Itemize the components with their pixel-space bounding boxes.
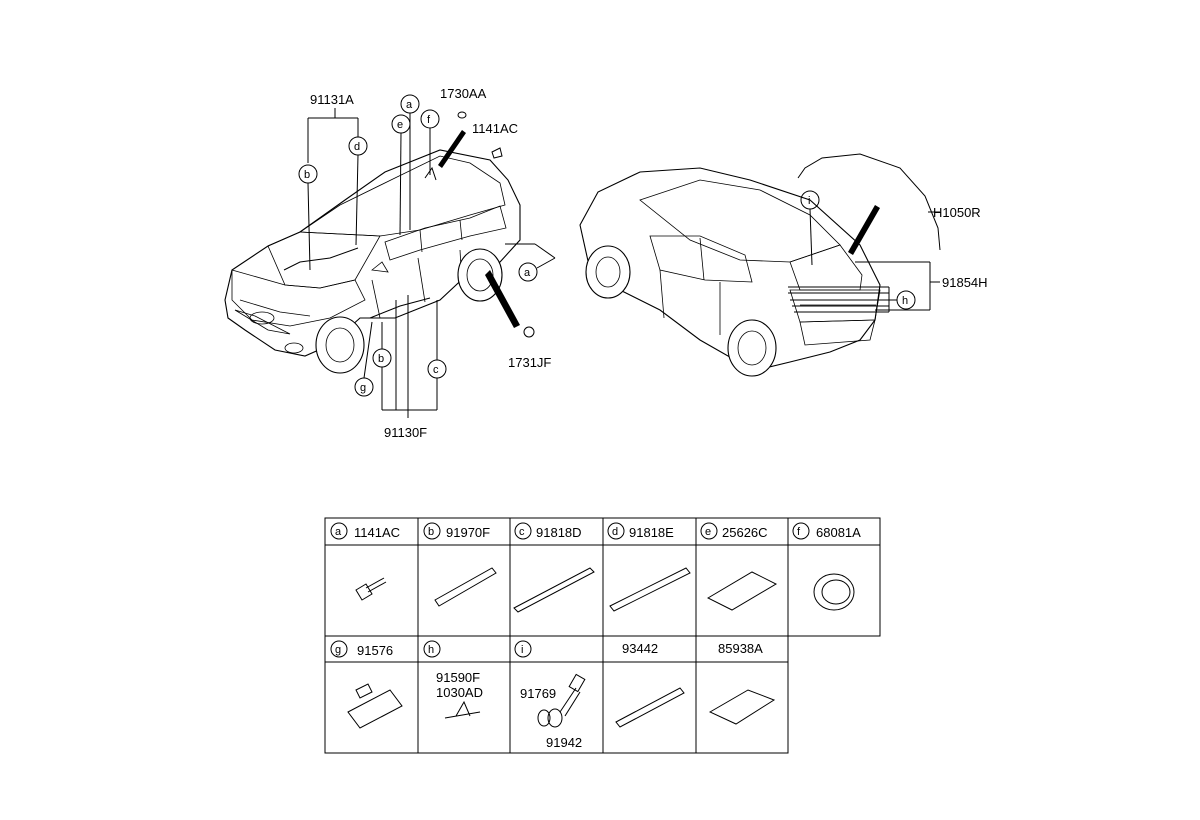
wiring-protector-icon bbox=[615, 687, 685, 728]
cell-h: h 91590F 1030AD bbox=[423, 640, 483, 719]
letter-g: g bbox=[360, 382, 366, 394]
letter-b-bottom: b bbox=[378, 353, 384, 365]
cell-sub-2: 91942 bbox=[546, 735, 582, 750]
clip-icon bbox=[444, 700, 481, 719]
letter-h: h bbox=[902, 295, 908, 307]
letter-c: c bbox=[433, 364, 439, 376]
front-car-illustration bbox=[224, 130, 521, 374]
front-callouts: 91131A b d a e f 1730AA 1141AC a 1731JF … bbox=[298, 86, 556, 440]
cell-letter: b bbox=[428, 526, 434, 538]
grommet-icon bbox=[813, 573, 855, 611]
grommet-bolt-icon bbox=[537, 673, 586, 728]
letter-i: i bbox=[808, 195, 810, 207]
wiring-protector-icon bbox=[513, 567, 595, 613]
bolt-icon bbox=[355, 577, 387, 601]
letter-b: b bbox=[304, 169, 310, 181]
cell-sub-1: 91590F bbox=[436, 670, 480, 685]
cell-letter: i bbox=[521, 644, 523, 656]
cell-code: 25626C bbox=[722, 525, 768, 540]
cell-e: e 25626C bbox=[700, 522, 778, 611]
callout-H1050R: H1050R bbox=[933, 205, 981, 220]
callout-1730AA: 1730AA bbox=[440, 86, 487, 101]
cell-code: 91818D bbox=[536, 525, 582, 540]
cell-a: a 1141AC bbox=[330, 522, 400, 601]
cell-b: b 91970F bbox=[423, 522, 497, 607]
cell-letter: a bbox=[335, 526, 342, 538]
rear-callouts: H1050R i 91854H h bbox=[788, 190, 988, 313]
callout-91131A: 91131A bbox=[310, 92, 354, 107]
callout-91130F: 91130F bbox=[384, 425, 427, 440]
callout-1731JF: 1731JF bbox=[508, 355, 551, 370]
cell-code: 93442 bbox=[622, 641, 658, 656]
letter-f: f bbox=[427, 114, 431, 126]
cell-letter: d bbox=[612, 526, 618, 538]
cell-code: 85938A bbox=[718, 641, 763, 656]
cell-letter: f bbox=[797, 526, 801, 538]
cell-sub-2: 1030AD bbox=[436, 685, 483, 700]
cell-code: 1141AC bbox=[354, 525, 400, 540]
cell-letter: c bbox=[519, 526, 525, 538]
cell-f: f 68081A bbox=[792, 522, 861, 611]
cell-code: 68081A bbox=[816, 525, 861, 540]
wiring-protector-icon bbox=[609, 567, 691, 612]
cell-letter: h bbox=[428, 644, 434, 656]
cell-letter: e bbox=[705, 526, 711, 538]
callout-1141AC-top: 1141AC bbox=[472, 121, 518, 136]
cell-i: i 91769 91942 bbox=[514, 640, 586, 750]
cell-code: 91818E bbox=[629, 525, 674, 540]
letter-d: d bbox=[354, 141, 360, 153]
bracket-icon bbox=[347, 683, 403, 729]
cell-code: 91970F bbox=[446, 525, 490, 540]
cell-g: g 91576 bbox=[330, 640, 403, 729]
cell-93442: 93442 bbox=[615, 641, 685, 728]
rear-car-illustration bbox=[579, 153, 941, 377]
letter-a-side: a bbox=[524, 267, 531, 279]
pad-icon bbox=[708, 689, 776, 725]
callout-91854H: 91854H bbox=[942, 275, 988, 290]
cell-c: c 91818D bbox=[513, 522, 595, 613]
cell-85938A: 85938A bbox=[708, 641, 776, 725]
letter-e: e bbox=[397, 119, 403, 131]
cell-letter: g bbox=[335, 644, 341, 656]
parts-table: a 1141AC b 91970F c 91818D d 91818E bbox=[324, 517, 881, 754]
pad-icon bbox=[706, 571, 778, 611]
cell-sub-1: 91769 bbox=[520, 686, 556, 701]
cell-code: 91576 bbox=[357, 643, 393, 658]
letter-a-top: a bbox=[406, 99, 413, 111]
wiring-protector-icon bbox=[434, 567, 497, 607]
cell-d: d 91818E bbox=[607, 522, 691, 612]
